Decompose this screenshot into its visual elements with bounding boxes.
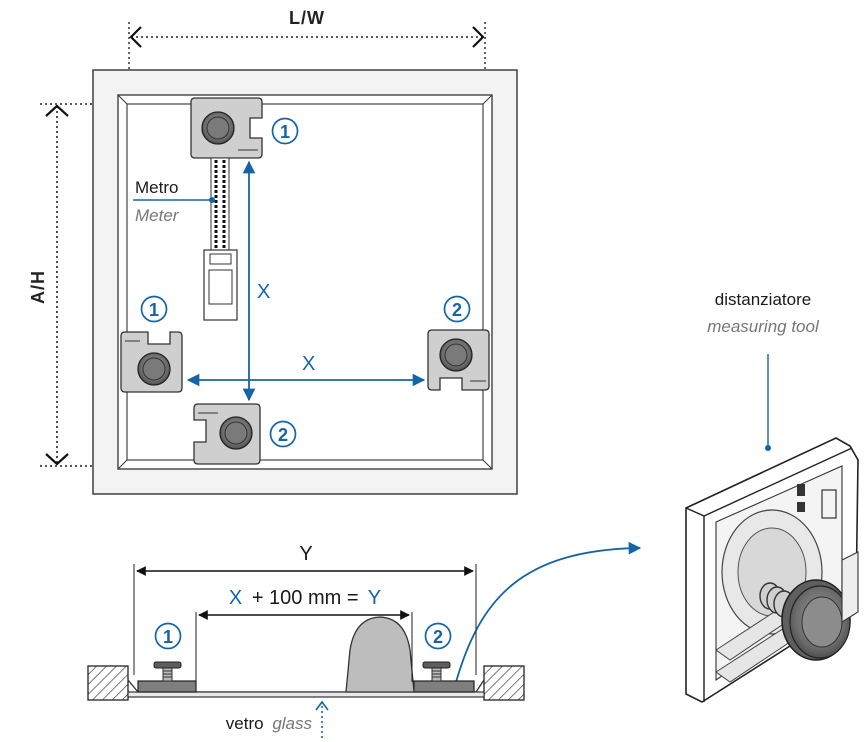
x-vertical-label: X — [257, 281, 270, 303]
formula-dimension: X + 100 mm = Y — [195, 587, 413, 682]
svg-text:2: 2 — [452, 300, 462, 320]
marker-1-top: 1 — [271, 117, 299, 145]
width-dimension: L/W — [128, 8, 486, 70]
y-label: Y — [299, 543, 312, 565]
inner-frame — [117, 94, 493, 470]
marker-1-left: 1 — [140, 295, 168, 323]
svg-text:1: 1 — [163, 627, 173, 647]
device-bottom — [193, 403, 261, 465]
y-dimension: Y — [133, 543, 477, 675]
glass-pane — [127, 691, 485, 698]
tool-label-it: distanziatore — [715, 290, 811, 309]
measuring-tool-illustration — [685, 437, 859, 703]
connector-arrow — [455, 541, 642, 683]
x-horizontal-label: X — [302, 353, 315, 375]
meter-callout: Metro Meter — [133, 178, 215, 225]
device-right — [427, 329, 490, 391]
device-top — [190, 97, 263, 159]
frame-left-section — [87, 665, 129, 701]
svg-text:1: 1 — [280, 122, 290, 142]
meter-label-en: Meter — [135, 206, 180, 225]
glass-label: vetro glass — [226, 714, 313, 733]
height-label: A/H — [28, 270, 48, 304]
measuring-head — [345, 616, 415, 693]
x-measurements: X X — [186, 160, 426, 402]
glass-callout: vetro glass — [226, 700, 329, 738]
marker-2-bottom: 2 — [269, 420, 297, 448]
svg-text:2: 2 — [433, 627, 443, 647]
marker-2-right: 2 — [443, 295, 471, 323]
frame-right-section — [483, 665, 525, 701]
meter-tape — [203, 157, 238, 321]
formula-label: X + 100 mm = Y — [229, 587, 381, 609]
svg-text:1: 1 — [149, 300, 159, 320]
device-left — [120, 331, 183, 393]
marker-2-section: 2 — [424, 622, 452, 650]
marker-1-section: 1 — [154, 622, 182, 650]
tool-label-en: measuring tool — [707, 317, 820, 336]
frame-plan-view — [92, 69, 518, 495]
meter-label-it: Metro — [135, 178, 178, 197]
cross-section — [87, 616, 525, 701]
width-label: L/W — [289, 8, 325, 28]
svg-text:2: 2 — [278, 425, 288, 445]
tool-callout: distanziatore measuring tool — [707, 290, 820, 451]
height-dimension: A/H — [28, 103, 93, 467]
